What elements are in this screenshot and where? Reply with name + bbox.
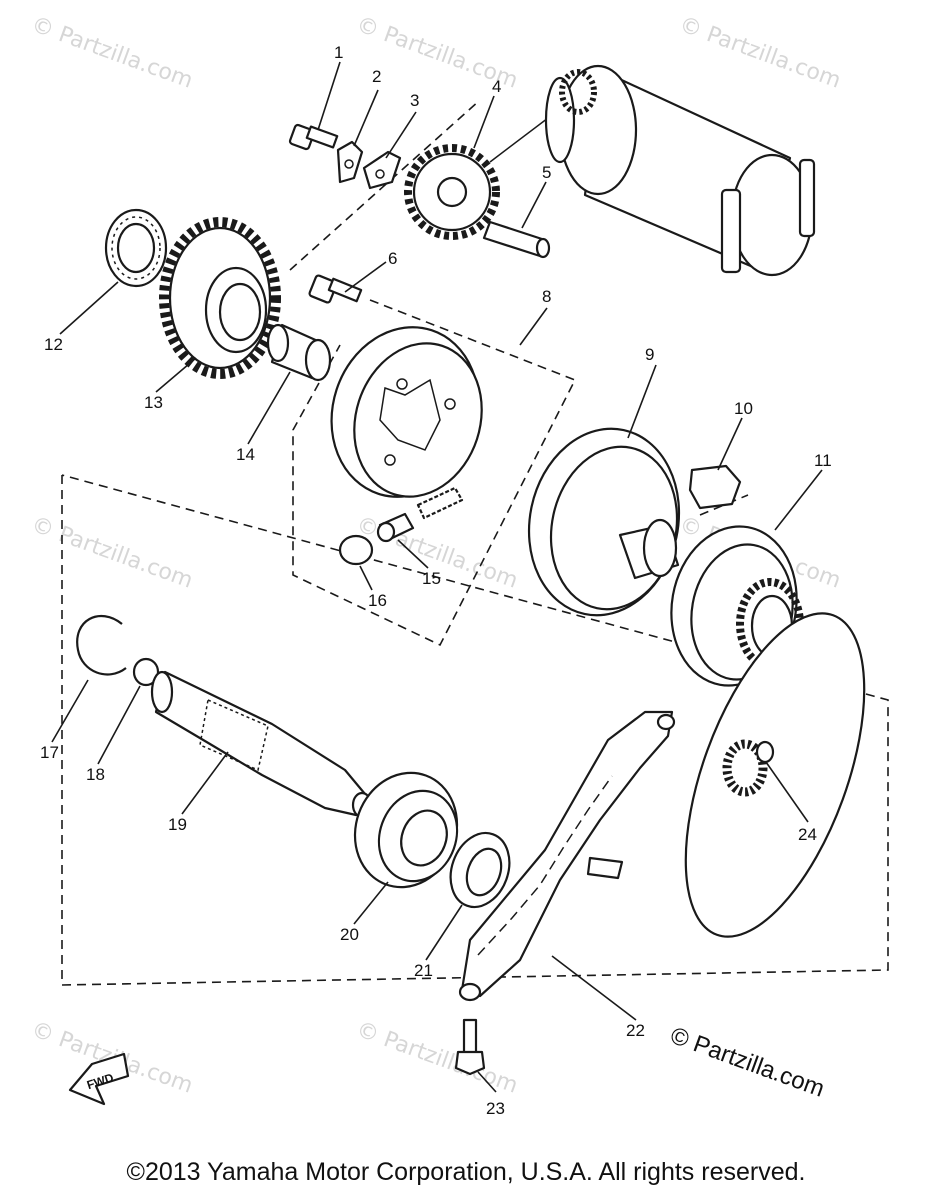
part-19-bearing	[104, 208, 168, 288]
part-20-bearing	[353, 771, 459, 889]
callout-17: 19	[168, 815, 187, 834]
part-4-bracket	[336, 140, 364, 184]
callout-22: 24	[798, 825, 817, 844]
callout-12: 10	[734, 399, 753, 418]
part-2-shaft	[482, 220, 551, 259]
callout-13: 11	[814, 451, 832, 470]
callout-1: 4	[492, 77, 501, 96]
starter-motor	[489, 64, 816, 277]
part-14-circlip	[76, 614, 127, 676]
fwd-arrow-icon: FWD	[68, 1052, 130, 1106]
callout-10: 13	[144, 393, 163, 412]
watermark-8: © Partzilla.com	[353, 1017, 521, 1099]
part-15-bolt	[308, 274, 363, 304]
part-24-bolt	[454, 1018, 486, 1076]
callout-21: 21	[414, 961, 433, 980]
callout-19: 12	[44, 335, 63, 354]
callout-11: 9	[645, 345, 654, 364]
part-23-segment	[458, 710, 676, 1002]
callout-numbers: 1 2 3 4 5 6 8 9 10 11 12 13 14 15 16 17 …	[40, 43, 832, 1118]
part-1-idler-gear	[404, 144, 500, 240]
callout-24: 23	[486, 1099, 505, 1118]
part-6-starter-clutch	[330, 326, 483, 498]
callout-15: 6	[388, 249, 397, 268]
callout-4: 2	[372, 67, 381, 86]
part-18-ball	[132, 657, 160, 687]
part-16-sleeve	[266, 323, 332, 382]
callout-9: 16	[368, 591, 387, 610]
part-3-lock-plate	[362, 150, 402, 190]
watermark-4: © Partzilla.com	[28, 512, 196, 594]
copyright-footer: ©2013 Yamaha Motor Corporation, U.S.A. A…	[126, 1158, 806, 1186]
part-12-roller-cap	[688, 464, 742, 510]
callout-20: 20	[340, 925, 359, 944]
callout-14: 17	[40, 743, 59, 762]
part-11-clutch-housing	[527, 427, 681, 617]
leader-lines	[51, 61, 823, 1093]
part-17-shaft	[150, 670, 373, 819]
part-9-roller	[338, 534, 374, 566]
part-5-bolt	[288, 123, 339, 151]
callout-23: 22	[626, 1021, 645, 1040]
part-22-pinion	[722, 739, 775, 797]
part-21-seal	[449, 831, 511, 909]
part-10-large-gear	[159, 217, 281, 379]
callout-6: 8	[542, 287, 551, 306]
callout-18: 18	[86, 765, 105, 784]
callout-5: 1	[334, 43, 343, 62]
callout-2: 5	[542, 163, 551, 182]
callout-16: 14	[236, 445, 255, 464]
watermark-3: © Partzilla.com	[676, 12, 844, 94]
callout-3: 3	[410, 91, 419, 110]
callout-8: 15	[422, 569, 441, 588]
part-8-spring-plunger	[376, 486, 464, 543]
watermark-1: © Partzilla.com	[28, 12, 196, 94]
